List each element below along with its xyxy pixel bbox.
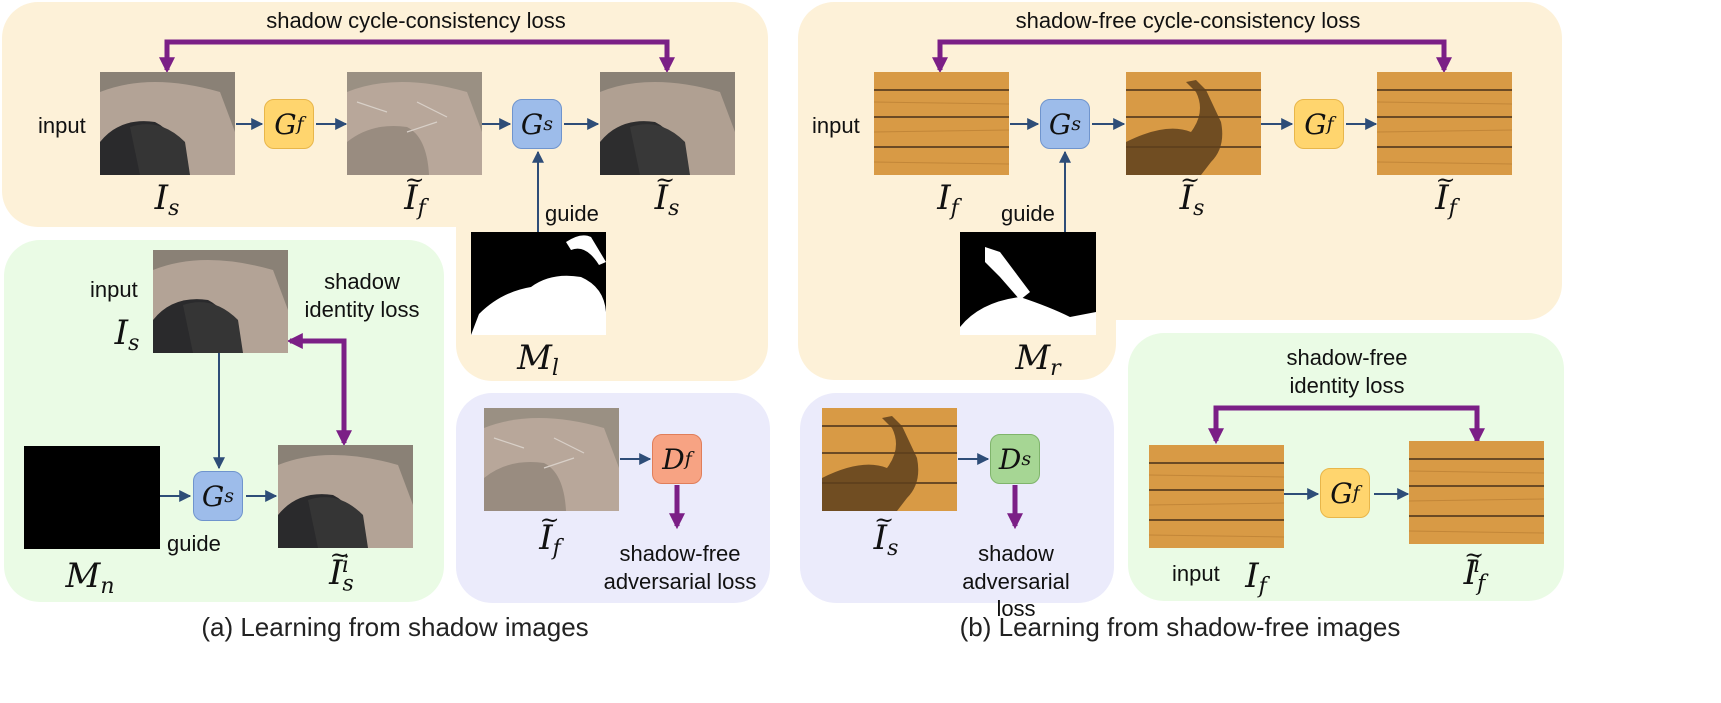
shadow-free-identity-loss-label: shadow-free identity loss (1286, 345, 1408, 398)
shadow-adversarial-loss-label: shadow adversarial loss (962, 541, 1070, 621)
symbol-if-adversarial: If (539, 506, 561, 561)
shadow-free-image-if-b (874, 72, 1009, 175)
caption-a: (a) Learning from shadow images (201, 612, 589, 642)
guide-label-b: guide (1001, 201, 1055, 226)
identity-guide-label: guide (167, 531, 221, 556)
caption-b: (b) Learning from shadow-free images (959, 612, 1401, 642)
symbol-mn: Mn (65, 556, 115, 599)
input-label: input (38, 113, 86, 138)
shadow-free-image-if (347, 72, 482, 175)
symbol-is-tilde-b: Is (1180, 166, 1205, 221)
symbol-if-identity: If (1245, 556, 1267, 599)
symbol-is: Is (154, 178, 180, 221)
mask-mr (960, 232, 1096, 335)
shadow-free-adversarial-loss-label: shadow-free adversarial loss (603, 541, 757, 594)
shadow-free-image-ifi (1409, 441, 1544, 544)
shadow-image-is-identity (153, 250, 288, 353)
shadow-image-is-b (1126, 72, 1261, 175)
symbol-if-b: If (937, 178, 959, 221)
symbol-is-adversarial: Is (874, 506, 899, 561)
shadow-identity-loss-arrow (286, 332, 353, 447)
shadow-image-isi (278, 445, 413, 548)
symbol-mr: Mr (1015, 338, 1061, 381)
shadow-image-is-adversarial (822, 408, 957, 511)
guide-label: guide (545, 201, 599, 226)
shadow-free-image-if-reconstructed (1377, 72, 1512, 175)
shadow-identity-loss-label: shadow identity loss (304, 269, 420, 322)
identity-input-label-b: input (1172, 561, 1220, 586)
input-label-b: input (812, 113, 860, 138)
shadow-free-image-if-identity (1149, 445, 1284, 548)
shadow-image-is (100, 72, 235, 175)
symbol-ml: Ml (517, 338, 559, 381)
mask-ml (471, 232, 606, 335)
shadow-free-identity-loss-arrow (1207, 405, 1486, 445)
identity-input-label: input (90, 277, 138, 302)
symbol-isi: Isi (329, 541, 361, 596)
shadow-free-cycle-loss-arrow (931, 39, 1453, 74)
symbol-ifi: Ifi (1464, 541, 1493, 596)
shadow-cycle-loss-label: shadow cycle-consistency loss (266, 8, 566, 33)
symbol-if-tilde-b: If (1435, 166, 1457, 221)
symbol-if-tilde: If (404, 166, 426, 221)
symbol-is-tilde: Is (655, 166, 680, 221)
shadow-image-is-reconstructed (600, 72, 735, 175)
symbol-is-identity: Is (114, 313, 140, 356)
mask-mn (24, 446, 160, 549)
shadow-free-image-if-adversarial (484, 408, 619, 511)
shadow-free-cycle-loss-label: shadow-free cycle-consistency loss (1015, 8, 1361, 33)
shadow-cycle-loss-arrow (158, 39, 676, 74)
